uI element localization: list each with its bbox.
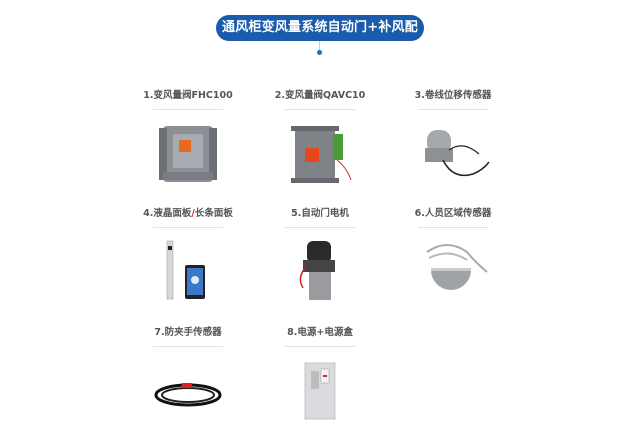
anti-pinch-sensor-icon (133, 355, 243, 425)
damper-valve-actuator-icon (265, 118, 375, 188)
divider (285, 227, 355, 228)
product-label: 2.变风量阀QAVC10 (274, 90, 366, 101)
cable-displacement-sensor-icon (398, 118, 508, 188)
product-item: 4.液晶面板/长条面板 (133, 207, 243, 306)
divider (285, 346, 355, 347)
product-label: 3.卷线位移传感器 (414, 90, 492, 101)
product-item: 3.卷线位移传感器 (398, 89, 508, 188)
product-item: 8.电源+电源盒 (265, 326, 375, 425)
section-title: 通风柜变风量系统自动门+补风配置 (216, 15, 424, 61)
product-label: 6.人员区域传感器 (414, 208, 492, 219)
product-label: 8.电源+电源盒 (287, 327, 353, 338)
divider (153, 346, 223, 347)
divider (285, 109, 355, 110)
product-label: 1.变风量阀FHC100 (143, 90, 233, 101)
connector-line (319, 41, 320, 50)
product-label: 5.自动门电机 (291, 208, 349, 219)
product-item: 5.自动门电机 (265, 207, 375, 306)
product-item: 6.人员区域传感器 (398, 207, 508, 306)
divider (153, 227, 223, 228)
product-item: 1.变风量阀FHC100 (133, 89, 243, 188)
damper-valve-icon (133, 118, 243, 188)
divider (418, 227, 488, 228)
product-item: 2.变风量阀QAVC10 (265, 89, 375, 188)
divider (153, 109, 223, 110)
product-label: 4.液晶面板/长条面板 (143, 208, 233, 219)
door-motor-icon (265, 236, 375, 306)
divider (418, 109, 488, 110)
product-item: 7.防夹手传感器 (133, 326, 243, 425)
power-box-icon (265, 355, 375, 425)
product-label: 7.防夹手传感器 (154, 327, 222, 338)
lcd-panel-icon (133, 236, 243, 306)
presence-sensor-icon (398, 236, 508, 306)
connector-dot (317, 50, 322, 55)
